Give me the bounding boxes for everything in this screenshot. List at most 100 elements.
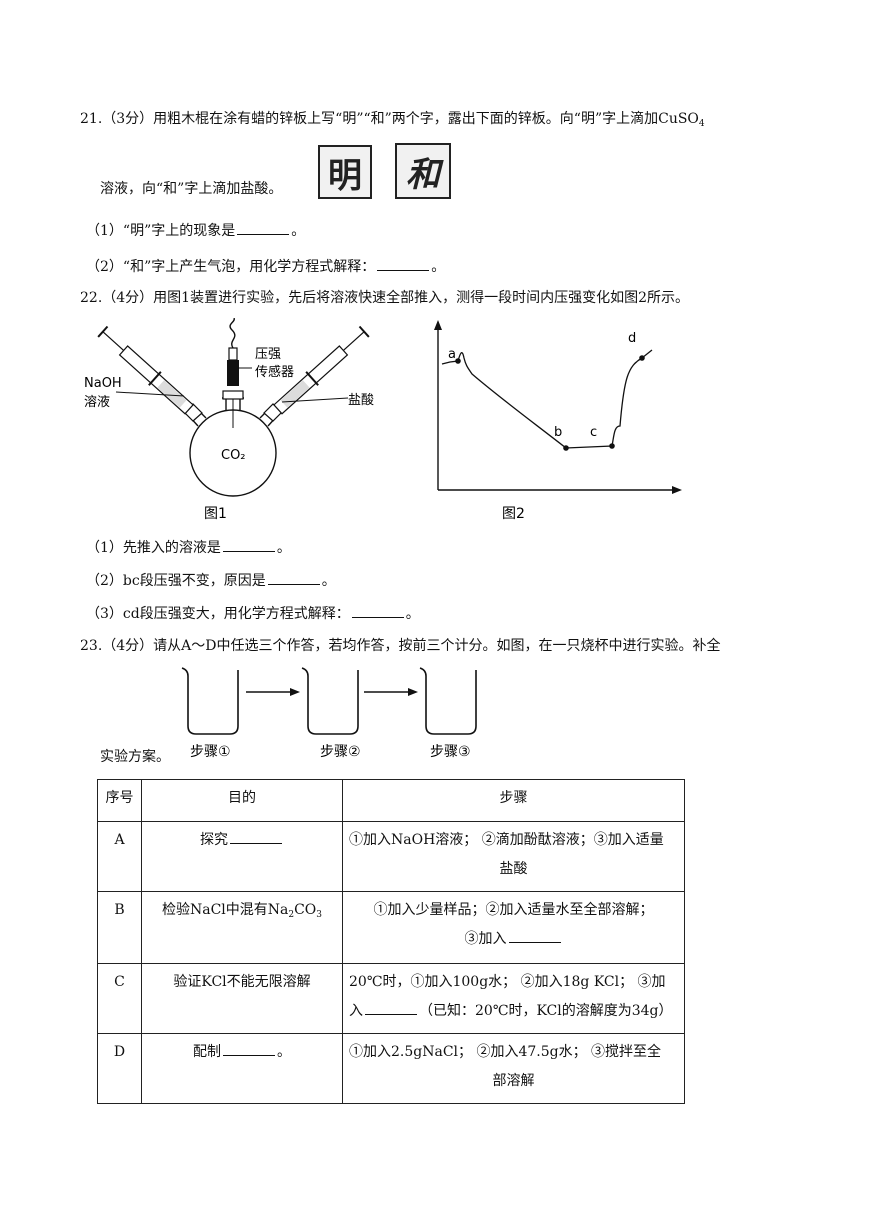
subscript: 2 bbox=[288, 910, 295, 920]
row-id: D bbox=[97, 1033, 142, 1104]
answer-blank[interactable] bbox=[237, 220, 290, 235]
answer-blank[interactable] bbox=[508, 928, 561, 943]
q22-sub1-text: （1）先推入的溶液是 bbox=[86, 540, 221, 556]
q22-stem: 22.（4分）用图1装置进行实验，先后将溶液快速全部推入，测得一段时间内压强变化… bbox=[80, 290, 689, 306]
pressure-curve bbox=[441, 349, 653, 449]
q21-stem-line1: 21.（3分）用粗木棍在涂有蜡的锌板上写“明”“和”两个字，露出下面的锌板。向“… bbox=[80, 108, 705, 129]
answer-blank[interactable] bbox=[377, 256, 430, 271]
answer-blank[interactable] bbox=[351, 603, 404, 618]
beaker-1 bbox=[181, 667, 239, 735]
q21-sub1-text: （1）“明”字上的现象是 bbox=[86, 223, 236, 239]
figure-1-apparatus: NaOH 溶液 压强 传感器 盐酸 CO₂ 图1 bbox=[84, 318, 374, 522]
beaker-2 bbox=[301, 667, 359, 735]
steps-line: ①加入2.5gNaCl； ②加入47.5g水； ③搅拌至全 bbox=[349, 1044, 662, 1060]
steps-line: 盐酸 bbox=[499, 861, 528, 877]
steps-line: 部溶解 bbox=[492, 1073, 535, 1089]
co2-label: CO₂ bbox=[221, 448, 246, 463]
figure-2-pressure-curve: a b c d 图2 bbox=[434, 320, 682, 522]
answer-blank[interactable] bbox=[365, 1000, 417, 1015]
hcl-syringe bbox=[273, 325, 370, 415]
point-b-label: b bbox=[554, 425, 562, 440]
q21-sub2: （2）“和”字上产生气泡，用化学方程式解释：。 bbox=[86, 256, 445, 276]
experiment-table: 序号 目的 步骤 A 探究 ①加入NaOH溶液； ②滴加酚酞溶液；③加入适量盐酸… bbox=[97, 779, 685, 1104]
row-id: C bbox=[97, 963, 142, 1034]
table-header-row: 序号 目的 步骤 bbox=[97, 779, 685, 822]
figure-1-caption: 图1 bbox=[204, 506, 227, 522]
purpose-text: 配制 bbox=[193, 1044, 221, 1060]
row-id: B bbox=[97, 891, 142, 964]
q21-stem-text: 21.（3分）用粗木棍在涂有蜡的锌板上写“明”“和”两个字，露出下面的锌板。向“… bbox=[80, 111, 699, 127]
zinc-plate-ming-image: 明 bbox=[318, 145, 372, 199]
q23-stem-line1: 23.（4分）请从A～D中任选三个作答，若均作答，按前三个计分。如图，在一只烧杯… bbox=[80, 638, 721, 654]
answer-blank[interactable] bbox=[223, 1041, 275, 1056]
row-steps: 20℃时，①加入100g水； ②加入18g KCl； ③加入 （已知：20℃时，K… bbox=[342, 963, 685, 1034]
zinc-plate-ming-char: 明 bbox=[328, 155, 362, 196]
point-c-label: c bbox=[590, 425, 597, 440]
table-row: C 验证KCl不能无限溶解 20℃时，①加入100g水； ②加入18g KCl；… bbox=[97, 963, 685, 1034]
purpose-text: 探究 bbox=[200, 832, 228, 848]
x-axis-arrow bbox=[672, 486, 682, 494]
acid-label: 盐酸 bbox=[348, 393, 374, 408]
period: 。 bbox=[291, 223, 306, 239]
purpose-text: 。 bbox=[277, 1044, 291, 1060]
table-row: A 探究 ①加入NaOH溶液； ②滴加酚酞溶液；③加入适量盐酸 bbox=[97, 821, 685, 892]
steps-line: 20℃时，①加入100g水； ②加入18g KCl； ③加 bbox=[349, 974, 666, 990]
q21-sub1: （1）“明”字上的现象是 。 bbox=[86, 220, 305, 240]
zinc-plate-he-char: 和 bbox=[406, 154, 440, 195]
q22-sub2-text: （2）bc段压强不变，原因是 bbox=[86, 573, 266, 589]
point-d-label: d bbox=[628, 331, 636, 346]
steps-line: ①加入少量样品；②加入适量水至全部溶解； bbox=[373, 902, 654, 918]
arrow-1-head bbox=[290, 688, 300, 696]
naoh-label-2: 溶液 bbox=[84, 395, 110, 410]
naoh-label: NaOH bbox=[84, 376, 122, 391]
figure-2-caption: 图2 bbox=[502, 506, 525, 522]
point-d bbox=[639, 355, 645, 361]
period: 。 bbox=[405, 606, 420, 622]
row-id: A bbox=[97, 821, 142, 892]
purpose-text: CO bbox=[294, 902, 317, 918]
step-2-label: 步骤② bbox=[320, 744, 361, 760]
steps-text: 入 bbox=[349, 1003, 363, 1019]
subscript: 3 bbox=[316, 910, 323, 920]
sensor-label-2: 传感器 bbox=[255, 364, 294, 380]
table-row: B 检验NaCl中混有Na2CO3 ①加入少量样品；②加入适量水至全部溶解； ③加… bbox=[97, 891, 685, 964]
table-row: D 配制 。 ①加入2.5gNaCl； ②加入47.5g水； ③搅拌至全部溶解 bbox=[97, 1033, 685, 1104]
q21-subscript: 4 bbox=[698, 119, 705, 129]
steps-line: ①加入NaOH溶液； ②滴加酚酞溶液；③加入适量 bbox=[349, 832, 664, 848]
row-purpose: 探究 bbox=[141, 821, 343, 892]
answer-blank[interactable] bbox=[230, 829, 282, 844]
header-steps: 步骤 bbox=[342, 779, 685, 822]
point-b bbox=[563, 445, 569, 451]
step-1-label: 步骤① bbox=[190, 744, 231, 760]
answer-blank[interactable] bbox=[222, 537, 275, 552]
period: 。 bbox=[276, 540, 291, 556]
row-steps: ①加入少量样品；②加入适量水至全部溶解； ③加入 bbox=[342, 891, 685, 964]
q21-sub2-text: （2）“和”字上产生气泡，用化学方程式解释： bbox=[86, 259, 376, 275]
header-purpose: 目的 bbox=[141, 779, 343, 822]
answer-blank[interactable] bbox=[267, 570, 320, 585]
acid-leader-line bbox=[281, 397, 349, 403]
y-axis-arrow bbox=[434, 320, 442, 330]
steps-text: （已知：20℃时，KCl的溶解度为34g） bbox=[419, 1003, 673, 1019]
header-id: 序号 bbox=[97, 779, 142, 822]
q22-sub1: （1）先推入的溶液是 。 bbox=[86, 537, 291, 557]
q22-sub3: （3）cd段压强变大，用化学方程式解释：。 bbox=[86, 603, 420, 623]
naoh-leader-line bbox=[115, 391, 185, 397]
naoh-syringe bbox=[97, 325, 194, 415]
q23-stem-line2: 实验方案。 bbox=[100, 749, 170, 765]
pressure-sensor bbox=[227, 318, 252, 428]
point-c bbox=[609, 443, 615, 449]
sensor-label: 压强 bbox=[255, 347, 281, 362]
purpose-text: 检验NaCl中混有Na bbox=[161, 902, 289, 918]
point-a bbox=[455, 358, 461, 364]
point-a-label: a bbox=[448, 347, 456, 362]
steps-line: ③加入 bbox=[464, 931, 507, 947]
row-steps: ①加入NaOH溶液； ②滴加酚酞溶液；③加入适量盐酸 bbox=[342, 821, 685, 892]
row-steps: ①加入2.5gNaCl； ②加入47.5g水； ③搅拌至全部溶解 bbox=[342, 1033, 685, 1104]
q21-stem-line2: 溶液，向“和”字上滴加盐酸。 bbox=[100, 181, 283, 197]
period: 。 bbox=[321, 573, 336, 589]
row-purpose: 验证KCl不能无限溶解 bbox=[141, 963, 343, 1034]
row-purpose: 配制 。 bbox=[141, 1033, 343, 1104]
row-purpose: 检验NaCl中混有Na2CO3 bbox=[141, 891, 343, 964]
zinc-plate-he-image: 和 bbox=[395, 143, 451, 199]
